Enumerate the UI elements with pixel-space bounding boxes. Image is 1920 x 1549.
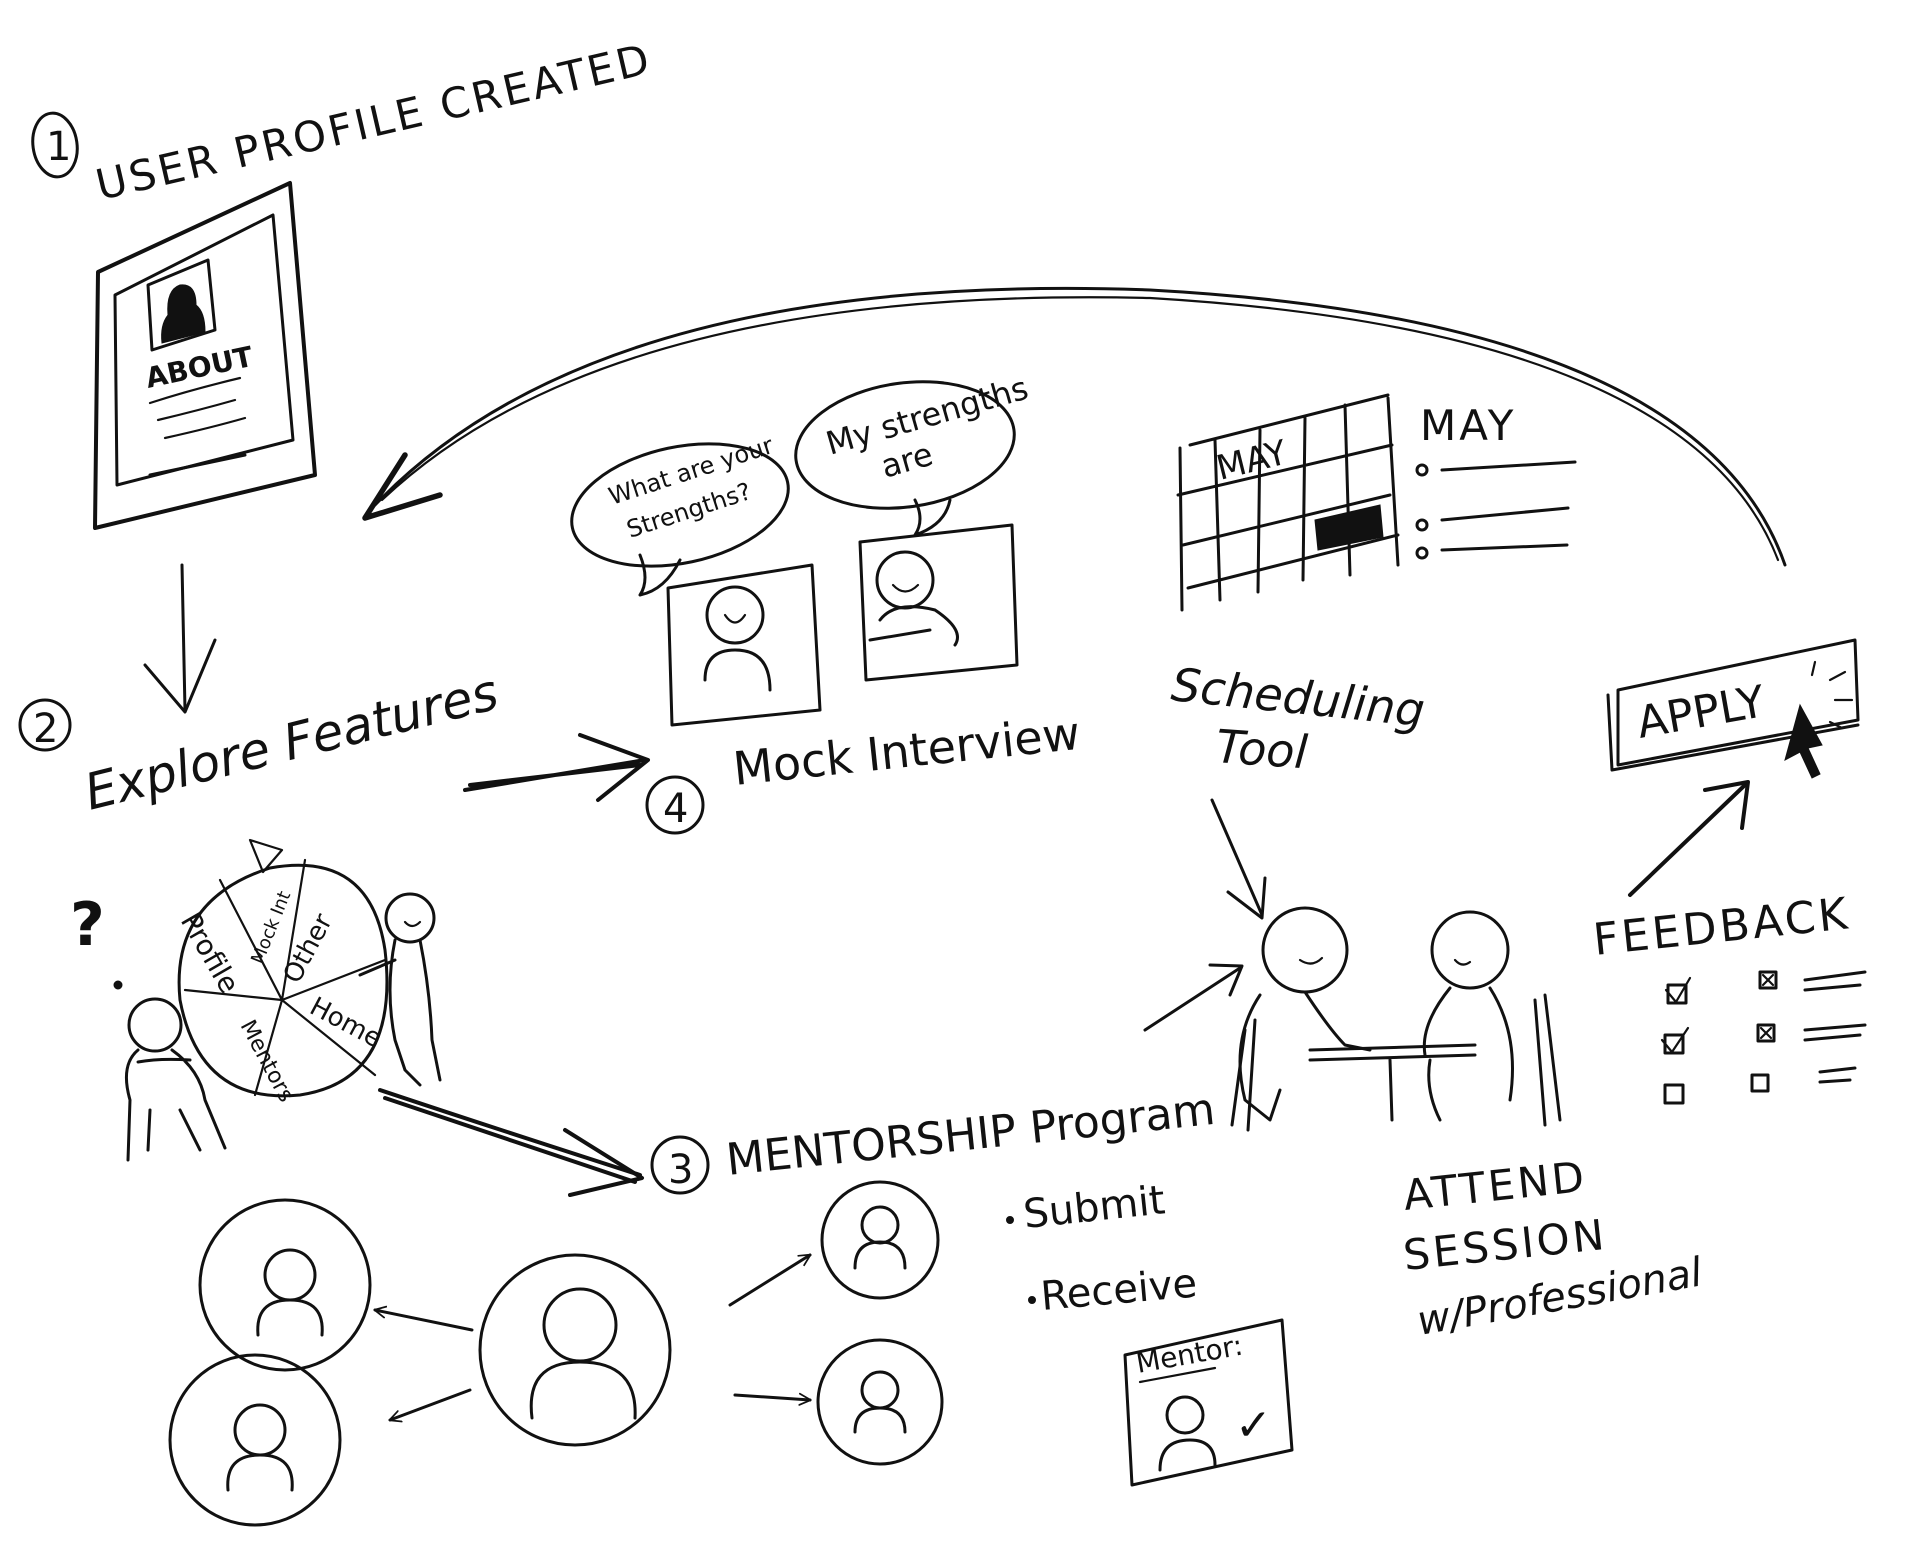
scheduling-group: MAY MAY Scheduling Tool xyxy=(1169,393,1577,920)
step3-bullet-receive: Receive xyxy=(1039,1260,1199,1319)
session-person-left xyxy=(1230,906,1372,1132)
session-table xyxy=(1308,1043,1477,1122)
mentor-avatar-bottom-right xyxy=(816,1338,944,1466)
step2-title: Explore Features xyxy=(79,663,504,822)
step1-title: USER PROFILE CREATED xyxy=(91,34,656,210)
arrow-explore-to-mock xyxy=(463,758,647,792)
schedule-list: MAY xyxy=(1415,401,1577,560)
mentor-avatar-top-left xyxy=(198,1198,372,1372)
step4-number-badge: 4 xyxy=(645,775,705,835)
arrow-profile-to-explore xyxy=(180,563,187,712)
arrow-to-bottom-right-mentor xyxy=(733,1395,810,1400)
mentorship-steps: Submit Receive xyxy=(1006,1177,1199,1320)
arrow-scheduling-to-session-head xyxy=(1226,876,1267,920)
step3-bullet-submit: Submit xyxy=(1021,1177,1167,1238)
person-curious: ? xyxy=(70,890,227,1162)
feedback-checklist xyxy=(1660,970,1867,1105)
profile-device: ABOUT xyxy=(93,181,317,530)
mentor-avatar-center xyxy=(478,1253,672,1447)
arrow-into-session-head xyxy=(1208,963,1244,997)
cursor-icon xyxy=(1784,703,1823,779)
interview-panel-left xyxy=(666,563,822,727)
step1-number: 1 xyxy=(46,124,71,170)
arrow-to-bottom-left-mentor xyxy=(390,1388,472,1420)
arrow-explore-to-mentorship xyxy=(378,1088,642,1184)
feature-wheel: Profile Mock Int Other Home Mentors xyxy=(174,838,389,1106)
arrow-explore-to-mentorship-head xyxy=(563,1128,644,1197)
step2-group: 2 Explore Features Profile Mock Int Othe… xyxy=(18,663,650,1197)
wheel-pointer xyxy=(248,838,284,874)
speech-bubble-question: What are your Strengths? xyxy=(570,431,790,597)
mentor-avatar-bottom-left xyxy=(168,1353,342,1527)
step3-title: MENTORSHIP Program xyxy=(724,1084,1218,1186)
wheel-segment-mentors: Mentors xyxy=(235,1016,299,1106)
arrow-to-top-right-mentor xyxy=(728,1253,812,1307)
session-person-right xyxy=(1422,910,1562,1127)
step1-group: 1 USER PROFILE CREATED ABOUT xyxy=(31,34,657,714)
feedback-title: FEEDBACK xyxy=(1591,888,1853,966)
step4-number: 4 xyxy=(663,786,688,832)
calendar-header-month: MAY xyxy=(1213,433,1292,489)
click-burst-icon xyxy=(1810,660,1854,730)
session-caption-line-2: SESSION xyxy=(1401,1210,1609,1280)
step3-number-badge: 3 xyxy=(650,1135,710,1195)
mentor-card-check: ✓ xyxy=(1235,1400,1272,1451)
arrow-feedback-to-apply-head xyxy=(1703,780,1750,830)
session-group: ATTEND SESSION w/Professional xyxy=(1143,906,1706,1345)
apply-group: APPLY xyxy=(1606,638,1860,897)
interview-panel-right xyxy=(858,523,1019,682)
step1-number-badge: 1 xyxy=(31,111,79,179)
profile-bottom-line xyxy=(148,453,247,477)
step3-group: 3 MENTORSHIP Program xyxy=(168,1084,1294,1527)
arrow-profile-to-explore-head xyxy=(143,638,217,714)
arrow-scheduling-to-session xyxy=(1210,798,1264,917)
arrow-explore-to-mock-head xyxy=(578,733,650,802)
session-caption-line-1: ATTEND xyxy=(1401,1152,1589,1220)
wheel-segment-profile: Profile xyxy=(174,907,246,999)
wheel-segment-other: Other xyxy=(278,909,339,989)
arrow-apply-back-to-profile xyxy=(362,286,1787,567)
step2-number: 2 xyxy=(33,706,58,752)
speech-bubble-answer: My strengths are xyxy=(794,369,1032,537)
mentor-network xyxy=(168,1180,944,1527)
mentor-avatar-top-right xyxy=(820,1180,940,1300)
feedback-group: FEEDBACK xyxy=(1591,888,1867,1105)
calendar-grid: MAY xyxy=(1176,393,1400,612)
arrow-into-session xyxy=(1143,966,1242,1032)
step2-number-badge: 2 xyxy=(18,698,72,752)
step3-number: 3 xyxy=(668,1147,693,1193)
person-spinning-wheel xyxy=(358,892,442,1087)
mentor-card: Mentor: ✓ xyxy=(1123,1318,1294,1487)
arrow-feedback-to-apply xyxy=(1628,783,1747,897)
wheel-segment-home: Home xyxy=(305,992,387,1055)
schedule-list-title: MAY xyxy=(1420,401,1516,450)
step4-title: Mock Interview xyxy=(731,706,1083,796)
apply-button-label: APPLY xyxy=(1633,676,1769,749)
apply-button-frame xyxy=(1606,638,1860,772)
question-mark: ? xyxy=(70,890,105,960)
profile-photo xyxy=(146,258,217,352)
arrow-to-top-left-mentor xyxy=(375,1310,474,1332)
profile-about-text-lines xyxy=(148,376,247,440)
scheduling-caption-line-2: Tool xyxy=(1214,719,1309,779)
